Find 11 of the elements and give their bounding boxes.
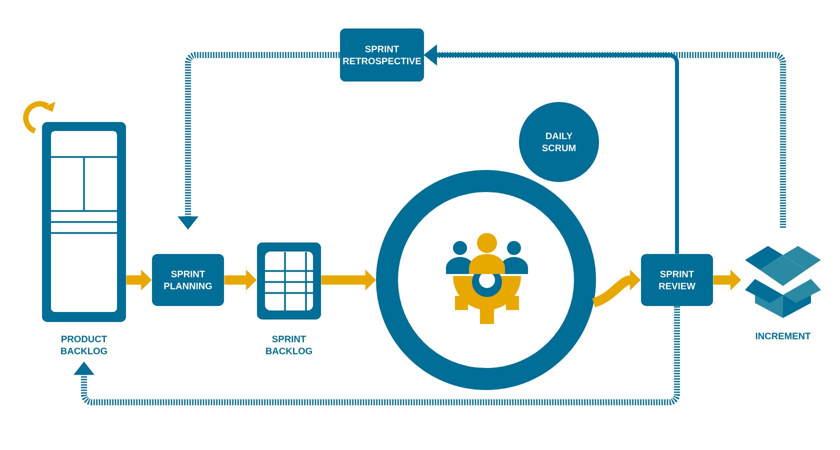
- process-box: SPRINT PLANNING: [152, 254, 224, 306]
- process-box: SPRINT REVIEW: [641, 254, 713, 306]
- dashed-arrow: [74, 306, 680, 406]
- backlog-drawing: PRODUCT BACKLOG: [42, 122, 126, 354]
- increment-box-drawing: INCREMENT: [745, 246, 821, 340]
- sprint-backlog-drawing: SPRINT BACKLOG: [257, 242, 321, 354]
- process-box: SPRINT RETROSPECTIVE: [340, 28, 424, 82]
- node-label: INCREMENT: [756, 332, 811, 340]
- node-label: PRODUCT BACKLOG: [61, 336, 108, 354]
- sprint-ring-drawing: [376, 170, 596, 390]
- node-label: SPRINT BACKLOG: [266, 336, 312, 354]
